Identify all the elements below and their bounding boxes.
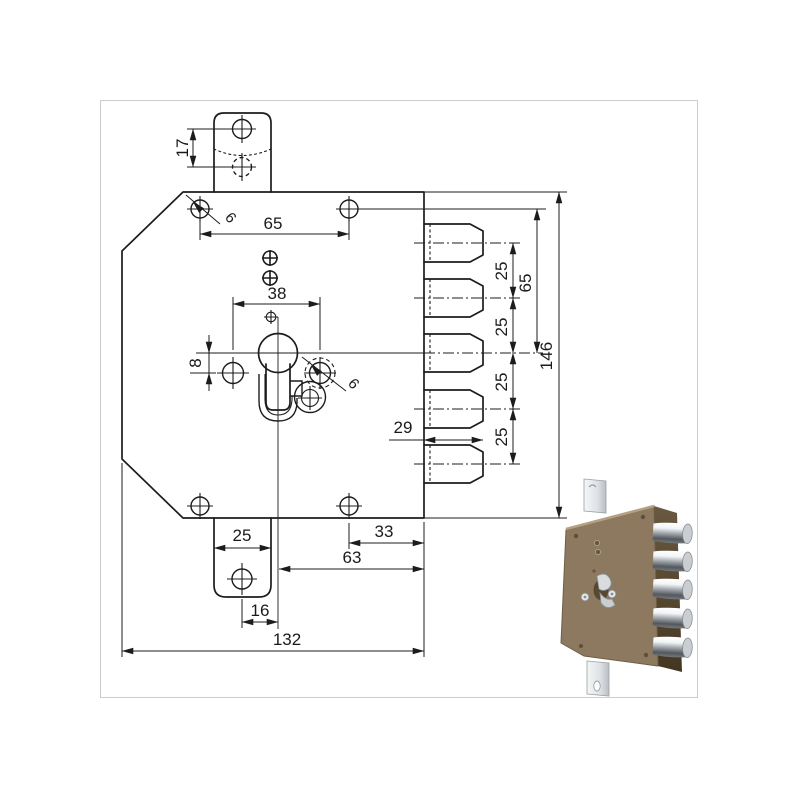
dim-132-label: 132: [273, 630, 301, 649]
dim-38-label: 38: [268, 284, 287, 303]
dim-38: 38: [232, 284, 321, 350]
dim-29-label: 29: [394, 418, 413, 437]
dim-16-label: 16: [251, 601, 270, 620]
dim-8-label: 8: [186, 358, 205, 367]
dim-16: 16: [241, 599, 279, 628]
dim-33-label: 33: [375, 522, 394, 541]
front-face-details: [573, 514, 649, 658]
right-extension-lines: [362, 191, 567, 519]
product-photo: [560, 478, 693, 697]
dim-25-bolt2-label: 25: [492, 318, 511, 337]
dim-63: 63: [278, 548, 425, 573]
dim-33: 33: [348, 522, 425, 549]
dim-25-bolt3-label: 25: [492, 373, 511, 392]
dim-17: 17: [173, 128, 234, 168]
deadbolts-3d: [652, 522, 693, 658]
dim-25-tab: 25: [213, 526, 272, 552]
dim-25-bolt4-label: 25: [492, 428, 511, 447]
centerlines: [196, 242, 543, 629]
dim-25-bolts: 25 25 25 25: [492, 242, 517, 465]
dim-25-tab-label: 25: [233, 526, 252, 545]
technical-drawing: 17 6 65 38 8: [121, 112, 567, 657]
dim-17-label: 17: [173, 139, 192, 158]
screw-marks: [262, 250, 278, 324]
dim-65-top-label: 65: [264, 214, 283, 233]
dim-8: 8: [186, 335, 216, 391]
dim-146: 146: [537, 191, 563, 519]
dim-63-label: 63: [343, 548, 362, 567]
dim-146-label: 146: [537, 342, 556, 370]
faceplate-top-tab: [583, 478, 607, 514]
dim-25-bolt1-label: 25: [492, 262, 511, 281]
mounting-holes: [187, 115, 362, 595]
deadbolts: [423, 223, 484, 484]
dim-29: 29: [389, 418, 484, 444]
dimensions: 17 6 65 38 8: [121, 128, 567, 657]
dim-132: 132: [121, 463, 425, 657]
dim-65-right: 65: [516, 208, 541, 354]
dim-65-top: 65: [199, 214, 350, 240]
dim-65-right-label: 65: [516, 274, 535, 293]
faceplate-bottom-tab: [586, 660, 610, 697]
keyhole-3d: [580, 573, 617, 608]
body-top-edge: [565, 504, 655, 531]
